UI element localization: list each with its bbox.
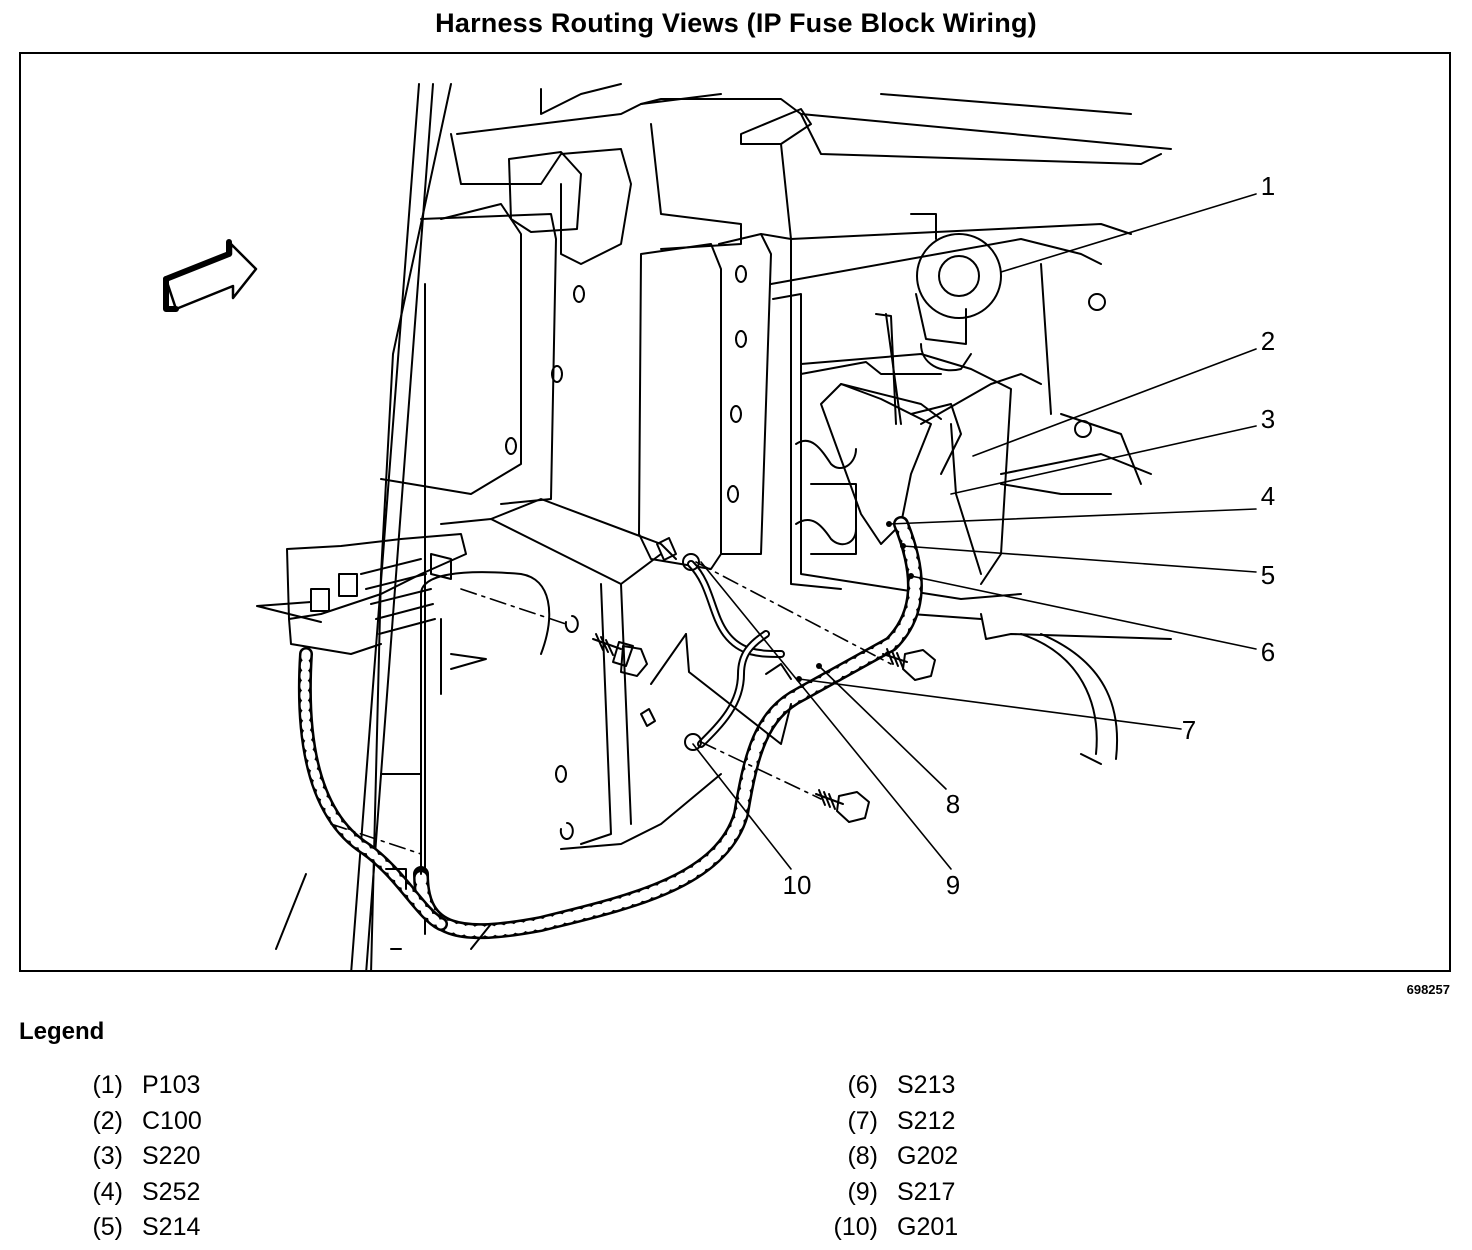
legend-code: S212 [897, 1106, 956, 1135]
legend-code: S213 [897, 1071, 956, 1100]
callout-10: 10 [783, 870, 812, 900]
callout-dots [796, 521, 914, 682]
callout-5: 5 [1261, 560, 1275, 590]
diagram-frame: 1 2 3 4 5 6 7 8 9 10 [19, 52, 1451, 972]
legend-item: (5) S214 [40, 1210, 202, 1246]
legend-item: (8) G202 [795, 1139, 958, 1175]
callout-8: 8 [946, 789, 960, 819]
legend-column-right: (6) S213 (7) S212 (8) G202 (9) S217 (10)… [795, 1068, 959, 1246]
legend-code: P103 [142, 1071, 201, 1100]
alignment-lines [330, 561, 892, 855]
page-title: Harness Routing Views (IP Fuse Block Wir… [435, 8, 1037, 38]
legend-code: S214 [142, 1213, 201, 1242]
legend-code: G201 [897, 1213, 959, 1242]
legend-number: (1) [92, 1071, 123, 1100]
legend-column-left: (1) P103 (2) C100 (3) S220 (4) S252 (5) … [40, 1068, 202, 1246]
callout-numbers: 1 2 3 4 5 6 7 8 9 10 [783, 171, 1276, 900]
callout-2: 2 [1261, 326, 1275, 356]
legend-item: (1) P103 [40, 1068, 202, 1104]
harness-routing-diagram: 1 2 3 4 5 6 7 8 9 10 [163, 83, 1276, 970]
legend-item: (4) S252 [40, 1175, 202, 1211]
callout-3: 3 [1261, 404, 1275, 434]
bolt-middle [882, 648, 936, 681]
legend-code: C100 [142, 1106, 202, 1135]
legend-code: S217 [897, 1177, 956, 1206]
legend-code: S252 [142, 1177, 201, 1206]
callout-4: 4 [1261, 481, 1275, 511]
legend-number: (7) [847, 1106, 878, 1135]
legend-item: (7) S212 [795, 1104, 958, 1140]
legend-number: (5) [92, 1213, 123, 1242]
ip-fuse-block [256, 533, 492, 950]
callout-9: 9 [946, 870, 960, 900]
figure-id: 698257 [1406, 982, 1450, 997]
legend-heading: Legend [19, 1018, 105, 1045]
legend-number: (3) [92, 1142, 123, 1171]
legend-item: (10) G201 [795, 1210, 959, 1246]
fuse-block-housing [770, 213, 1172, 765]
legend-item: (6) S213 [795, 1068, 958, 1104]
mounting-holes [505, 265, 1106, 840]
bolt-lower [815, 789, 870, 823]
legend-item: (9) S217 [795, 1175, 958, 1211]
front-direction-arrow [163, 239, 258, 312]
legend-item: (2) C100 [40, 1104, 202, 1140]
legend-item: (3) S220 [40, 1139, 202, 1175]
callout-6: 6 [1261, 637, 1275, 667]
ground-ring-g202 [682, 553, 700, 571]
wiring-harness [297, 516, 923, 940]
mounting-bracket [440, 233, 842, 850]
callout-leaders [692, 193, 1257, 870]
legend-number: (9) [847, 1177, 878, 1206]
dash-structure [380, 93, 1172, 505]
legend-number: (8) [847, 1142, 878, 1171]
legend-code: G202 [897, 1142, 959, 1171]
callout-1: 1 [1261, 171, 1275, 201]
legend-number: (2) [92, 1106, 123, 1135]
bolt-upper-left [592, 633, 648, 677]
legend-number: (4) [92, 1177, 123, 1206]
callout-7: 7 [1182, 715, 1196, 745]
legend-code: S220 [142, 1142, 201, 1171]
legend-number: (10) [833, 1213, 878, 1242]
bolts [592, 537, 936, 823]
legend-number: (6) [847, 1071, 878, 1100]
